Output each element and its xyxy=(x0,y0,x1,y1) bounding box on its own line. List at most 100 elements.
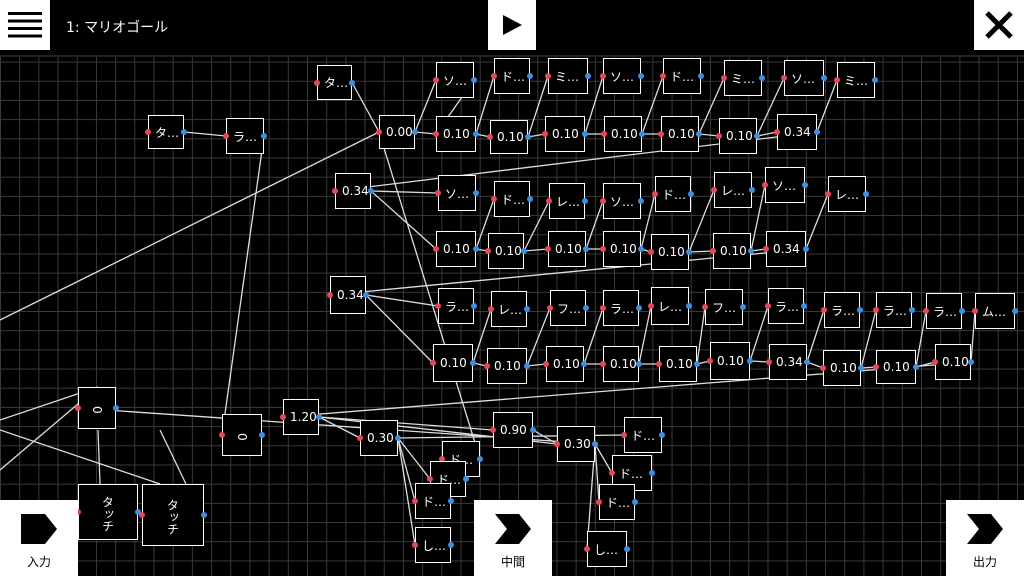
graph-node[interactable]: ソ… xyxy=(765,167,805,203)
input-port[interactable] xyxy=(484,363,490,369)
input-port[interactable] xyxy=(766,359,772,365)
output-port[interactable] xyxy=(349,79,355,86)
graph-node[interactable]: ソ… xyxy=(438,175,476,211)
output-port[interactable] xyxy=(638,73,644,79)
output-port[interactable] xyxy=(585,73,591,79)
output-port[interactable] xyxy=(694,361,700,367)
graph-node[interactable]: 0.10 xyxy=(433,344,473,382)
output-port[interactable] xyxy=(688,191,694,197)
input-port[interactable] xyxy=(702,304,708,310)
output-port[interactable] xyxy=(686,303,692,309)
input-port[interactable] xyxy=(546,198,552,204)
output-port[interactable] xyxy=(636,305,642,311)
output-port[interactable] xyxy=(113,405,119,411)
output-port[interactable] xyxy=(803,246,809,252)
input-port[interactable] xyxy=(600,246,606,252)
graph-node[interactable]: 0.10 xyxy=(823,350,861,386)
input-port[interactable] xyxy=(545,246,551,252)
menu-button[interactable] xyxy=(0,0,50,50)
graph-node[interactable]: 0.10 xyxy=(436,116,476,152)
input-port[interactable] xyxy=(223,133,229,139)
output-port[interactable] xyxy=(968,359,974,365)
output-port[interactable] xyxy=(521,248,527,254)
output-port[interactable] xyxy=(747,358,753,364)
input-port[interactable] xyxy=(923,308,929,314)
input-port[interactable] xyxy=(600,73,606,79)
graph-node[interactable]: フ… xyxy=(550,290,586,326)
graph-node[interactable]: 0.34 xyxy=(766,231,806,267)
input-port[interactable] xyxy=(430,360,436,366)
output-port[interactable] xyxy=(470,360,476,366)
input-port[interactable] xyxy=(376,129,382,135)
output-port[interactable] xyxy=(759,75,765,81)
output-port[interactable] xyxy=(659,432,665,438)
output-port[interactable] xyxy=(632,499,638,505)
input-port[interactable] xyxy=(774,129,780,135)
graph-node[interactable]: 0.10 xyxy=(546,346,584,382)
graph-node[interactable]: 0.10 xyxy=(719,118,757,154)
output-port[interactable] xyxy=(471,303,477,309)
graph-node[interactable]: ミ… xyxy=(724,60,762,96)
input-port[interactable] xyxy=(427,476,433,482)
input-port[interactable] xyxy=(873,307,879,313)
graph-node[interactable]: ド… xyxy=(663,58,701,94)
graph-node[interactable]: レ… xyxy=(491,291,527,327)
input-port[interactable] xyxy=(491,196,497,202)
input-port[interactable] xyxy=(439,456,445,462)
input-port[interactable] xyxy=(485,248,491,254)
output-port[interactable] xyxy=(748,248,754,254)
graph-node[interactable]: ド… xyxy=(494,58,530,94)
graph-node[interactable]: ラ… xyxy=(824,292,860,328)
input-port[interactable] xyxy=(145,129,151,135)
output-port[interactable] xyxy=(527,73,533,79)
input-port[interactable] xyxy=(648,249,654,255)
output-port[interactable] xyxy=(448,542,454,548)
graph-node[interactable]: 0.10 xyxy=(490,120,528,154)
graph-node[interactable]: ミ… xyxy=(837,62,875,98)
input-port[interactable] xyxy=(75,405,81,411)
output-port[interactable] xyxy=(802,182,808,188)
input-port[interactable] xyxy=(656,361,662,367)
graph-node[interactable]: 0.30 xyxy=(557,426,595,462)
graph-node[interactable]: ソ… xyxy=(603,58,641,94)
input-port[interactable] xyxy=(280,414,286,420)
input-port[interactable] xyxy=(707,358,713,364)
output-port[interactable] xyxy=(581,361,587,367)
input-port[interactable] xyxy=(652,191,658,197)
input-port[interactable] xyxy=(545,73,551,79)
graph-node[interactable]: 0.10 xyxy=(713,233,751,269)
output-port[interactable] xyxy=(463,476,469,482)
input-port[interactable] xyxy=(972,308,978,314)
graph-node[interactable]: 0.34 xyxy=(769,344,807,380)
input-port[interactable] xyxy=(609,470,615,476)
output-port[interactable] xyxy=(592,441,598,447)
graph-node[interactable]: 0.10 xyxy=(436,231,476,267)
output-port[interactable] xyxy=(527,196,533,202)
input-port[interactable] xyxy=(412,498,418,504)
input-port[interactable] xyxy=(412,542,418,548)
input-port[interactable] xyxy=(487,134,493,140)
output-port[interactable] xyxy=(857,307,863,313)
graph-node[interactable]: ラ… xyxy=(926,293,962,329)
input-port[interactable] xyxy=(433,77,439,83)
input-port[interactable] xyxy=(490,427,496,433)
graph-node[interactable]: フ… xyxy=(705,289,743,325)
input-port[interactable] xyxy=(762,182,768,188)
input-port[interactable] xyxy=(873,364,879,370)
input-port[interactable] xyxy=(710,248,716,254)
output-port[interactable] xyxy=(259,432,265,438)
graph-node[interactable]: タッチ xyxy=(78,484,138,540)
output-port[interactable] xyxy=(524,363,530,369)
output-port[interactable] xyxy=(913,364,919,370)
graph-node[interactable]: ソ… xyxy=(784,60,824,96)
output-port[interactable] xyxy=(583,246,589,252)
graph-node[interactable]: 0.10 xyxy=(545,116,585,152)
output-port[interactable] xyxy=(696,131,702,137)
graph-node[interactable]: 0.10 xyxy=(488,233,524,269)
input-port[interactable] xyxy=(600,305,606,311)
graph-node[interactable]: 0.10 xyxy=(548,231,586,267)
output-port[interactable] xyxy=(749,187,755,193)
graph-node[interactable]: ド… xyxy=(599,484,635,520)
graph-node[interactable]: 1.20 xyxy=(283,399,319,435)
